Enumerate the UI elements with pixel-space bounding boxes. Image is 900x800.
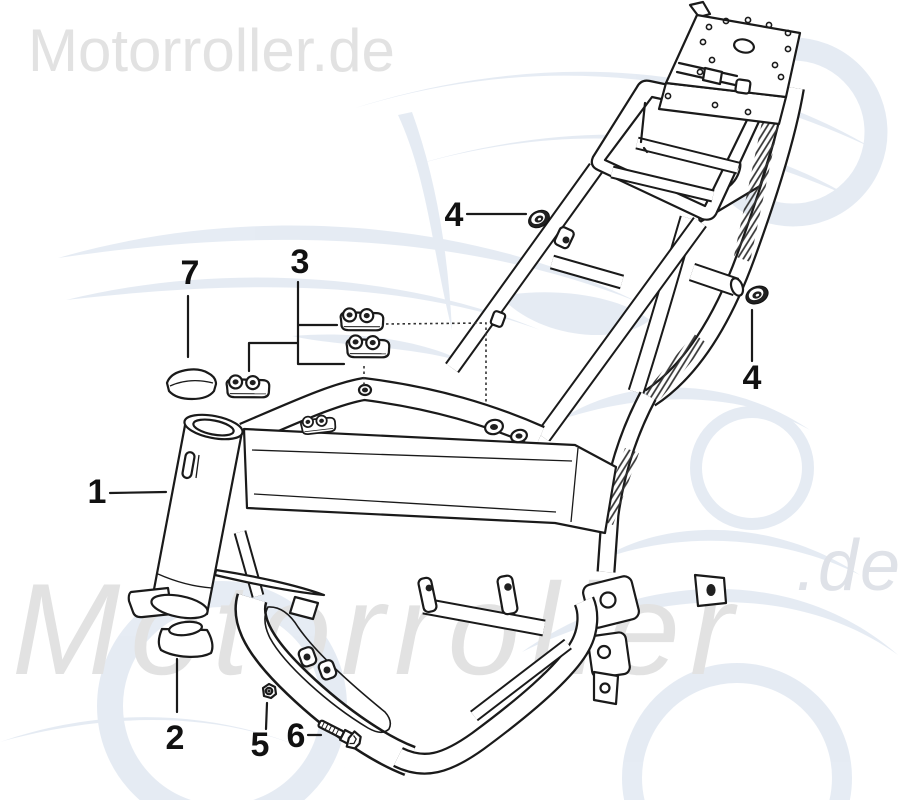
part-cap bbox=[165, 368, 218, 401]
callout-label: 7 bbox=[181, 254, 200, 292]
floor-inner-tube bbox=[470, 638, 572, 722]
leader-line bbox=[264, 701, 269, 731]
floor-arm-slot bbox=[264, 606, 392, 734]
floor-pad bbox=[288, 595, 320, 621]
callout-4b: 4 bbox=[743, 308, 762, 397]
watermark-brand-big: Motorroller bbox=[12, 556, 743, 702]
part-clamp-2 bbox=[344, 330, 392, 363]
callout-1: 1 bbox=[88, 473, 168, 511]
swoosh-icon bbox=[66, 277, 540, 330]
callout-label: 4 bbox=[445, 196, 464, 234]
leader-line bbox=[247, 280, 346, 373]
rail-cross-brace bbox=[549, 254, 625, 290]
part-buffer bbox=[157, 620, 214, 658]
swoosh-icon bbox=[560, 387, 810, 430]
part-clamp-1 bbox=[338, 303, 386, 336]
watermark-brand-de: .de bbox=[796, 526, 900, 606]
callout-label: 1 bbox=[88, 473, 107, 511]
callout-5: 5 bbox=[251, 701, 270, 764]
main-spar bbox=[242, 427, 618, 535]
rail-bracket bbox=[489, 226, 575, 328]
callout-6: 6 bbox=[287, 717, 323, 755]
leader-line bbox=[108, 490, 168, 495]
watermark-brand-top: Motorroller.de bbox=[28, 17, 395, 84]
callouts: 1 2 3 4 4 5 6 bbox=[88, 196, 762, 764]
floor-hooks bbox=[297, 646, 338, 681]
mount-peg bbox=[688, 263, 745, 297]
part-grommet-2 bbox=[742, 282, 772, 308]
swoosh-ring-icon bbox=[622, 663, 852, 800]
callout-label: 4 bbox=[743, 359, 762, 397]
callout-2: 2 bbox=[166, 657, 185, 757]
dotted-links bbox=[363, 322, 487, 404]
steering-head-tube bbox=[127, 413, 244, 620]
callout-label: 5 bbox=[251, 726, 270, 764]
rail-center bbox=[536, 216, 707, 443]
floor-cross-member bbox=[417, 574, 546, 637]
part-nut bbox=[261, 682, 278, 700]
swoosh-icon bbox=[500, 292, 650, 336]
spar-strut bbox=[233, 530, 265, 598]
swoosh-icon bbox=[292, 334, 468, 364]
part-bolt bbox=[317, 719, 362, 750]
callout-label: 6 bbox=[287, 717, 306, 755]
swoosh-icon bbox=[398, 112, 452, 330]
tail-plate bbox=[657, 0, 802, 126]
dotted-line-1 bbox=[385, 322, 487, 404]
rail-left bbox=[445, 163, 603, 373]
hatch-band-mid bbox=[644, 334, 707, 402]
callout-label: 2 bbox=[166, 719, 185, 757]
callout-label: 3 bbox=[291, 243, 310, 281]
swoosh-icon bbox=[600, 529, 860, 575]
callout-4a: 4 bbox=[445, 196, 528, 234]
frame-diagram: 1 2 3 4 4 5 6 bbox=[88, 0, 805, 776]
part-clamp-3 bbox=[224, 370, 272, 403]
junction-clamp-rings bbox=[484, 418, 528, 444]
callout-3: 3 bbox=[247, 243, 346, 373]
callout-7: 7 bbox=[181, 254, 200, 359]
swoosh-ring-icon bbox=[690, 406, 814, 530]
hatch-band-tail bbox=[734, 112, 780, 262]
floor-loop bbox=[234, 593, 599, 776]
gusset-blade bbox=[213, 568, 326, 597]
